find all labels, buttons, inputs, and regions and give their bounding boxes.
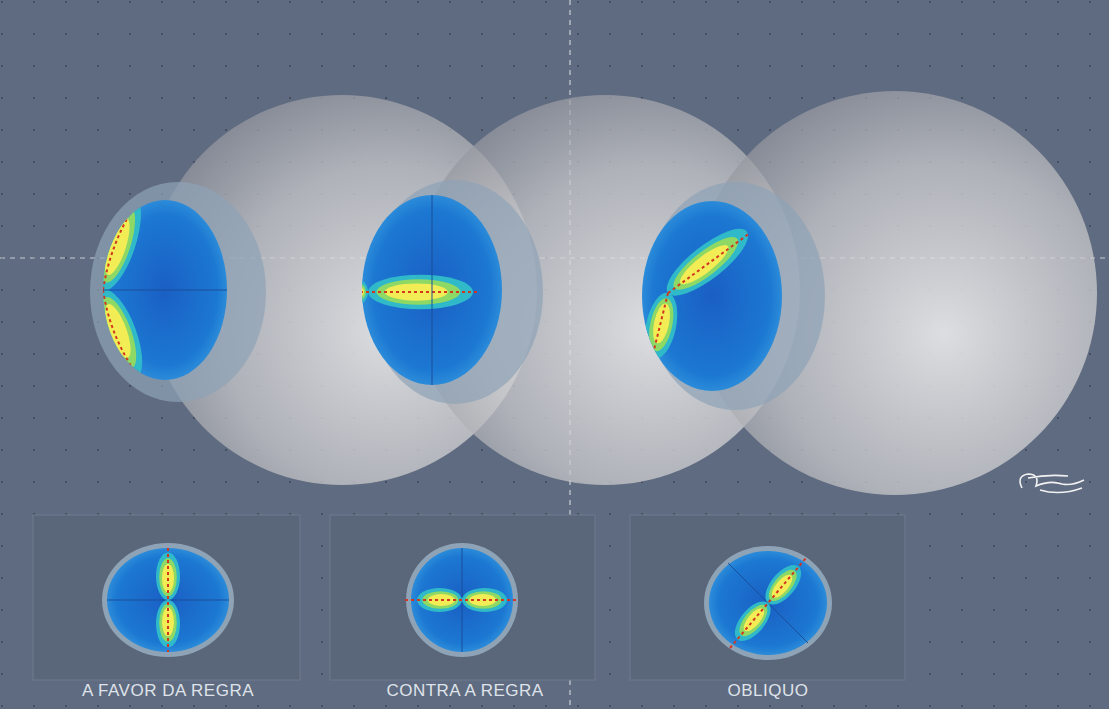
caption-label: OBLIQUO — [728, 681, 809, 701]
caption-label: A FAVOR DA REGRA — [82, 681, 254, 701]
caption-label: CONTRA A REGRA — [386, 681, 543, 701]
